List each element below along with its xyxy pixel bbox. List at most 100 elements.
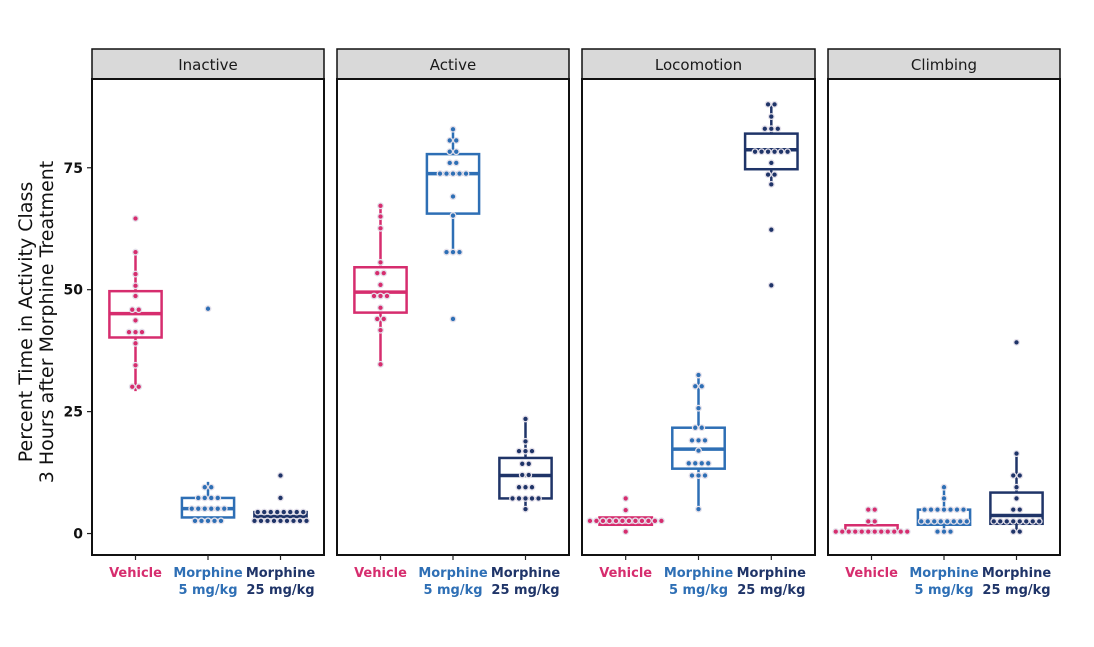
data-point	[293, 508, 301, 516]
facet-strip	[91, 48, 325, 80]
data-point	[864, 528, 872, 536]
data-point	[917, 517, 925, 525]
data-point	[436, 170, 444, 178]
data-point	[135, 383, 143, 391]
data-point	[937, 517, 945, 525]
data-point	[201, 505, 209, 513]
data-point	[940, 528, 948, 536]
data-point	[1016, 517, 1024, 525]
data-point	[377, 258, 384, 266]
data-point	[283, 517, 291, 525]
data-point	[525, 460, 533, 468]
data-point	[934, 528, 941, 536]
x-tick-label: 5 mg/kg	[914, 583, 973, 598]
data-point	[890, 528, 898, 536]
x-tick-label: 5 mg/kg	[178, 583, 237, 598]
data-point	[990, 517, 998, 525]
data-point	[128, 306, 136, 314]
data-point	[767, 125, 775, 133]
data-point	[194, 505, 202, 513]
data-point	[299, 508, 307, 516]
data-point	[903, 528, 911, 536]
data-point	[695, 447, 702, 455]
data-point	[377, 292, 384, 300]
data-point	[251, 517, 258, 525]
x-tick-label: 25 mg/kg	[737, 583, 805, 598]
data-point	[370, 292, 378, 300]
data-point	[771, 171, 779, 179]
data-point	[296, 517, 304, 525]
data-point	[688, 472, 696, 479]
y-axis-label: Percent Time in Activity Class	[15, 182, 37, 463]
x-tick-label: Morphine	[246, 566, 316, 581]
data-point	[277, 494, 284, 502]
data-point	[132, 316, 139, 324]
data-point	[761, 125, 769, 133]
data-point	[204, 305, 212, 313]
data-point	[625, 517, 633, 525]
data-point	[273, 508, 281, 516]
x-tick-label: Morphine	[909, 566, 979, 581]
data-point	[871, 506, 879, 514]
data-point	[934, 506, 941, 514]
data-point	[515, 483, 523, 491]
data-point	[1009, 528, 1017, 536]
data-point	[605, 517, 613, 525]
data-point	[377, 281, 384, 289]
data-point	[254, 508, 262, 516]
data-point	[947, 528, 954, 536]
data-point	[774, 125, 782, 133]
data-point	[960, 506, 967, 514]
data-point	[449, 315, 457, 323]
data-point	[701, 436, 709, 444]
data-point	[940, 506, 948, 514]
data-point	[456, 248, 463, 256]
data-point	[897, 528, 905, 536]
data-point	[845, 528, 853, 536]
data-point	[257, 517, 265, 525]
data-point	[270, 517, 278, 525]
data-point	[940, 494, 948, 502]
data-point	[963, 517, 971, 525]
x-tick-label: Morphine	[737, 566, 807, 581]
x-tick-label: 25 mg/kg	[246, 583, 314, 598]
x-tick-label: Vehicle	[354, 566, 407, 581]
data-point	[277, 517, 284, 525]
y-tick-label: 0	[73, 527, 83, 543]
data-point	[956, 517, 964, 525]
data-point	[132, 282, 139, 290]
data-point	[204, 517, 212, 525]
y-tick-label: 50	[64, 283, 84, 299]
x-tick-label: Morphine	[491, 566, 561, 581]
data-point	[701, 472, 709, 479]
data-point	[592, 517, 600, 525]
facet-title: Active	[430, 56, 476, 74]
data-point	[290, 517, 297, 525]
data-point	[777, 148, 785, 156]
data-point	[132, 361, 139, 369]
data-point	[871, 528, 879, 536]
data-point	[528, 494, 536, 502]
data-point	[924, 517, 932, 525]
data-point	[280, 508, 288, 516]
data-point	[446, 148, 454, 156]
data-point	[380, 269, 388, 277]
data-point	[207, 494, 215, 502]
data-point	[214, 505, 222, 513]
data-point	[695, 404, 702, 412]
facet-title: Locomotion	[655, 56, 742, 74]
data-point	[452, 159, 460, 167]
facet-title: Inactive	[178, 56, 238, 74]
data-point	[764, 171, 772, 179]
data-point	[377, 360, 384, 368]
x-tick-label: 5 mg/kg	[423, 583, 482, 598]
data-point	[462, 170, 470, 178]
data-point	[446, 159, 454, 167]
data-point	[1009, 517, 1017, 525]
data-point	[132, 215, 139, 222]
data-point	[191, 517, 199, 525]
data-point	[871, 517, 879, 525]
data-point	[377, 224, 384, 232]
data-point	[1016, 528, 1024, 536]
